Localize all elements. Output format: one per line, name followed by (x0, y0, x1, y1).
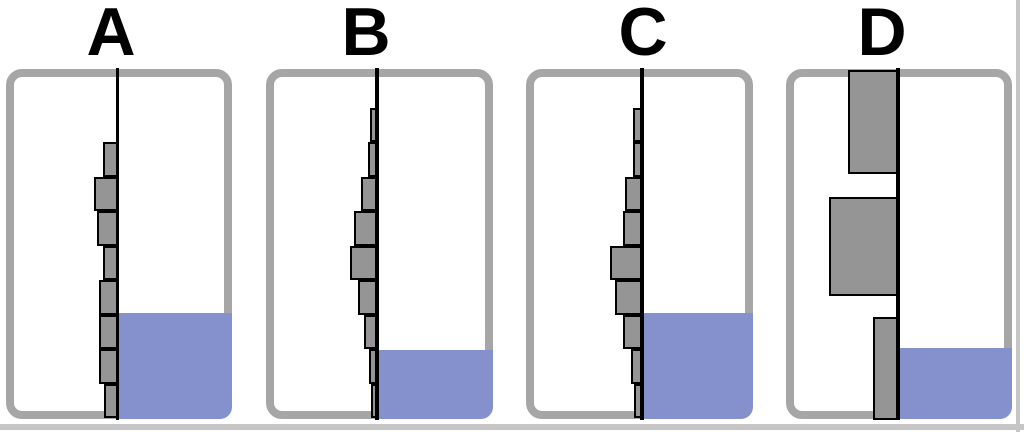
histogram-bar (93, 176, 119, 211)
panel-label-d: D (857, 0, 907, 70)
divider-line-b (374, 68, 379, 420)
divider-line-c (639, 68, 644, 420)
histogram-bar (614, 280, 644, 315)
histogram-bar (610, 245, 644, 280)
frame-edge-bottom (0, 424, 1024, 430)
histogram-bar (829, 197, 900, 296)
liquid-fill-c (643, 313, 753, 419)
liquid-fill-d (900, 348, 1012, 419)
panel-label-b: B (341, 0, 391, 70)
divider-line-d (895, 68, 900, 420)
panel-label-c: C (618, 0, 668, 70)
liquid-fill-a (118, 313, 232, 419)
liquid-fill-b (378, 350, 493, 419)
histogram-bar (848, 69, 900, 174)
divider-line-a (115, 68, 119, 420)
panel-label-a: A (86, 0, 136, 70)
frame-edge-right (1016, 0, 1020, 432)
